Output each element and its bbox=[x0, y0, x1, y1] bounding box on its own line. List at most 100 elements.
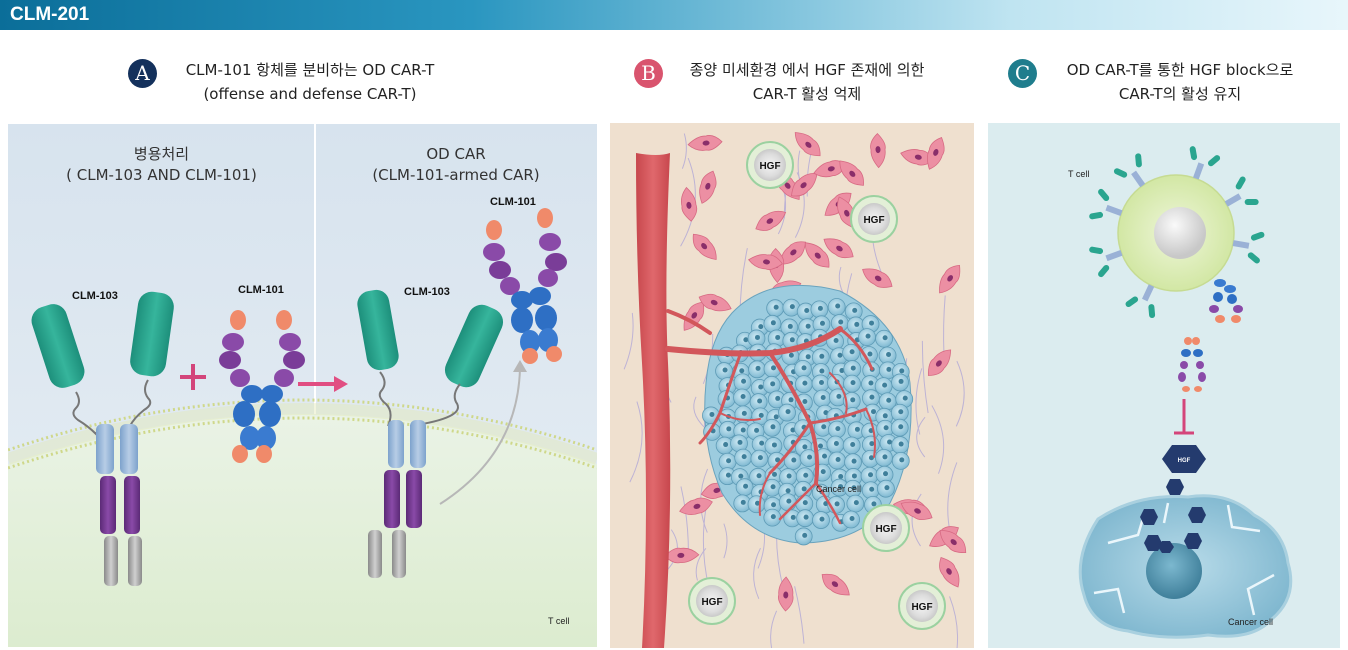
cancer-cell-label-b: Cancer cell bbox=[816, 484, 861, 494]
hgf-molecule-3: HGF bbox=[863, 505, 909, 551]
tumor-cell-nucleus bbox=[758, 324, 763, 329]
tumor-cell-nucleus bbox=[898, 409, 903, 414]
panel-c-illustration: HGF T cell Cancer cell bbox=[988, 123, 1340, 648]
tumor-cell-nucleus bbox=[835, 304, 840, 309]
hgf-label-5: HGF bbox=[911, 602, 932, 613]
tumor-cell-nucleus bbox=[755, 335, 760, 340]
tumor-cell-nucleus bbox=[837, 353, 842, 358]
tumor-cell-nucleus bbox=[757, 399, 762, 404]
tumor-cell-nucleus bbox=[738, 474, 743, 479]
clm103-label-left: CLM-103 bbox=[72, 290, 118, 302]
tumor-cell-nucleus bbox=[741, 428, 746, 433]
tumor-cell-nucleus bbox=[818, 443, 823, 448]
panel-c-title-line1: OD CAR-T를 통한 HGF block으로 bbox=[1040, 58, 1320, 82]
tumor-cell-nucleus bbox=[886, 352, 891, 357]
tumor-cell-nucleus bbox=[758, 455, 763, 460]
tumor-cell-nucleus bbox=[806, 354, 811, 359]
tumor-cell-nucleus bbox=[868, 472, 873, 477]
tumor-cell-nucleus bbox=[899, 442, 904, 447]
tumor-cell-nucleus bbox=[741, 394, 746, 399]
panel-c-badge: C bbox=[1008, 59, 1037, 88]
tumor-cell-nucleus bbox=[759, 441, 764, 446]
tumor-cell-nucleus bbox=[770, 381, 775, 386]
tumor-cell-nucleus bbox=[802, 444, 807, 449]
tumor-cell-nucleus bbox=[771, 514, 776, 519]
tumor-cell-nucleus bbox=[772, 442, 777, 447]
tumor-cell-nucleus bbox=[802, 399, 807, 404]
tumor-cell-nucleus bbox=[723, 442, 728, 447]
tumor-cell-nucleus bbox=[884, 485, 889, 490]
tumor-cell-nucleus bbox=[821, 424, 826, 429]
tumor-cell-nucleus bbox=[803, 473, 808, 478]
tumor-cell-nucleus bbox=[807, 455, 812, 460]
tumor-cell-nucleus bbox=[882, 454, 887, 459]
header-bar: CLM-201 bbox=[0, 0, 1348, 30]
cancer-cell-label-c: Cancer cell bbox=[1228, 617, 1273, 627]
tumor-cell-nucleus bbox=[756, 366, 761, 371]
tumor-cell-nucleus bbox=[803, 500, 808, 505]
clm101-label-left: CLM-101 bbox=[238, 284, 284, 296]
clm103-label-right: CLM-103 bbox=[404, 286, 450, 298]
header-title: CLM-201 bbox=[10, 4, 89, 26]
tumor-cell-nucleus bbox=[802, 365, 807, 370]
clm101-label-right: CLM-101 bbox=[490, 196, 536, 208]
tumor-cell-nucleus bbox=[723, 368, 728, 373]
tumor-cell-nucleus bbox=[771, 484, 776, 489]
tumor-cell-nucleus bbox=[709, 412, 714, 417]
tumor-cell-nucleus bbox=[822, 454, 827, 459]
hgf-hexagon-label: HGF bbox=[1178, 458, 1191, 464]
tumor-cell-nucleus bbox=[835, 501, 840, 506]
tumor-cell-nucleus bbox=[791, 515, 796, 520]
tumor-cell-nucleus bbox=[887, 440, 892, 445]
tumor-cell-nucleus bbox=[738, 440, 743, 445]
tumor-cell-nucleus bbox=[819, 368, 824, 373]
tumor-cell-nucleus bbox=[754, 428, 759, 433]
panel-b-illustration: HGF HGF HGF HGF HGF Cancer cell bbox=[610, 123, 974, 648]
tumor-cell-nucleus bbox=[869, 441, 874, 446]
tumor-cell-nucleus bbox=[821, 469, 826, 474]
panel-b-title-line1: 종양 미세환경 에서 HGF 존재에 의한 bbox=[662, 58, 952, 82]
hgf-label-4: HGF bbox=[701, 597, 722, 608]
tumor-cell-nucleus bbox=[790, 304, 795, 309]
tumor-cell-nucleus bbox=[726, 458, 731, 463]
tumor-cell-nucleus bbox=[867, 352, 872, 357]
tumor-cell-nucleus bbox=[834, 338, 839, 343]
tumor-cell-nucleus bbox=[835, 426, 840, 431]
tumor-cell-nucleus bbox=[789, 397, 794, 402]
t-cell-nucleus bbox=[1154, 207, 1206, 259]
tumor-cell-nucleus bbox=[884, 425, 889, 430]
hgf-label-2: HGF bbox=[863, 215, 884, 226]
tumor-cell-nucleus bbox=[770, 424, 775, 429]
tumor-cell-nucleus bbox=[819, 380, 824, 385]
tumor-cell-nucleus bbox=[775, 335, 780, 340]
tumor-cell-nucleus bbox=[758, 384, 763, 389]
tumor-cell-nucleus bbox=[883, 413, 888, 418]
tumor-cell-nucleus bbox=[854, 500, 859, 505]
combo-title-line1: 병용처리 bbox=[8, 144, 315, 165]
panel-a-title-line2: (offense and defense CAR-T) bbox=[160, 82, 460, 106]
tumor-cell-nucleus bbox=[786, 409, 791, 414]
tumor-cell-nucleus bbox=[743, 484, 748, 489]
tumor-cell-nucleus bbox=[866, 334, 871, 339]
tumor-cell-nucleus bbox=[819, 517, 824, 522]
tumor-cell-nucleus bbox=[869, 487, 874, 492]
tumor-cell-nucleus bbox=[852, 308, 857, 313]
od-car-title: OD CAR (CLM-101-armed CAR) bbox=[315, 144, 597, 186]
tumor-cell-nucleus bbox=[759, 413, 764, 418]
tumor-cell-nucleus bbox=[850, 349, 855, 354]
od-car-title-line2: (CLM-101-armed CAR) bbox=[315, 165, 597, 186]
hgf-molecule-4: HGF bbox=[689, 578, 735, 624]
panel-c-heading: OD CAR-T를 통한 HGF block으로 CAR-T의 활성 유지 bbox=[1040, 58, 1320, 106]
tumor-cell-nucleus bbox=[806, 324, 811, 329]
tumor-cell-nucleus bbox=[726, 473, 731, 478]
tumor-cell-nucleus bbox=[883, 471, 888, 476]
tumor-cell-nucleus bbox=[789, 353, 794, 358]
hgf-molecule-2: HGF bbox=[851, 196, 897, 242]
tumor-cell-nucleus bbox=[871, 409, 876, 414]
tumor-cell-nucleus bbox=[802, 381, 807, 386]
tumor-cell-nucleus bbox=[742, 454, 747, 459]
tumor-cell-nucleus bbox=[850, 397, 855, 402]
tumor-cell-nucleus bbox=[836, 394, 841, 399]
tumor-cell-nucleus bbox=[804, 515, 809, 520]
tumor-cell-nucleus bbox=[834, 441, 839, 446]
